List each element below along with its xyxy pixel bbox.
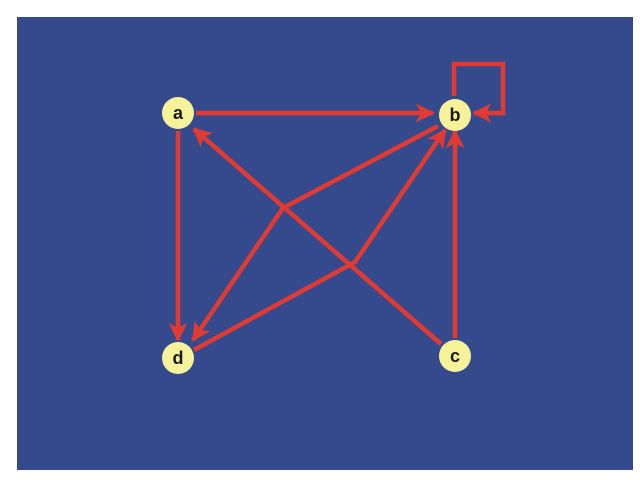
node-c: c [439,340,471,372]
node-c-label: c [450,346,460,366]
node-b: b [439,99,471,131]
edge-c-a [192,127,443,346]
node-layer: a b c d [162,97,471,374]
node-a: a [162,97,194,129]
node-d-label: d [173,348,184,368]
edge-layer [168,61,506,352]
edge-b-b [451,61,506,123]
edge-d-b [192,128,447,352]
node-b-label: b [450,105,461,125]
node-a-label: a [173,103,184,123]
node-d: d [162,342,194,374]
